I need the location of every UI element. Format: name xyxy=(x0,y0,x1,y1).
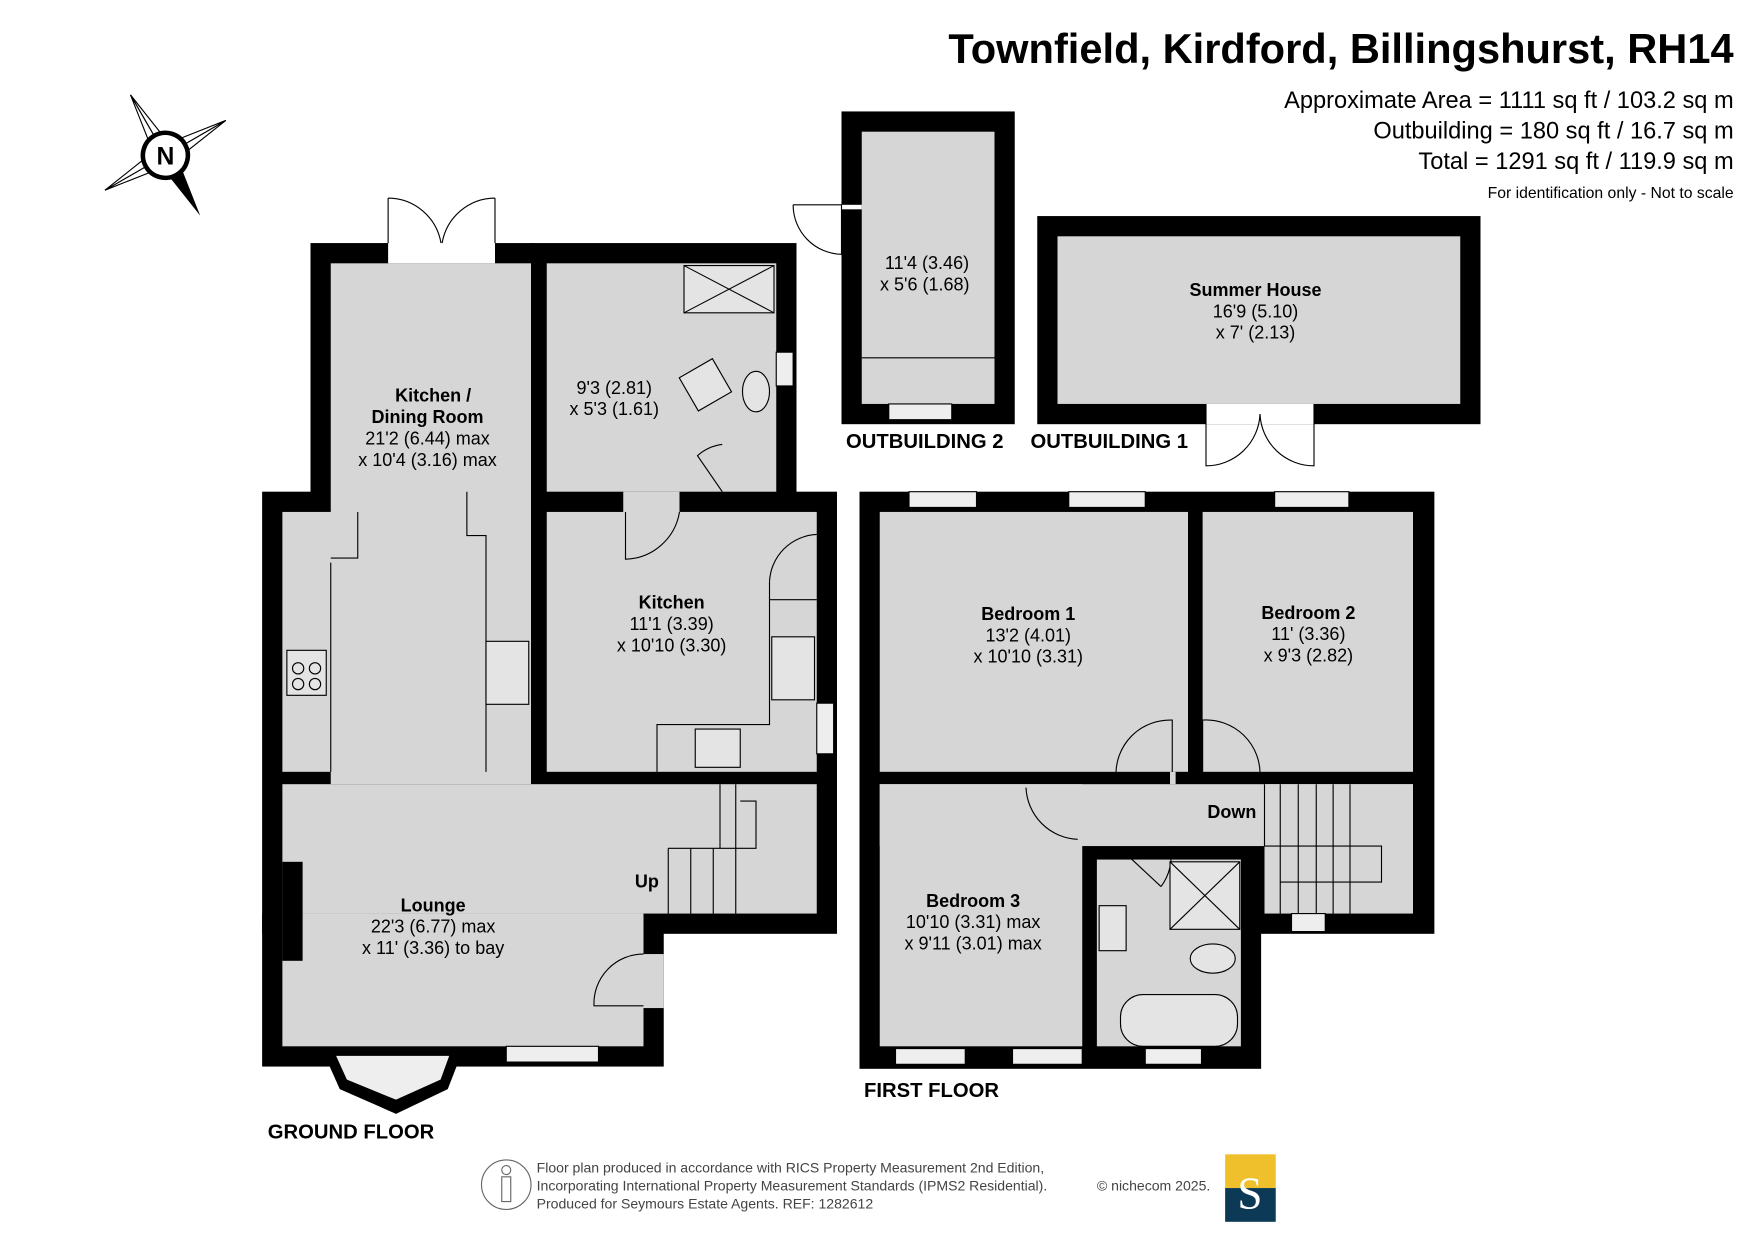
room-name: Lounge xyxy=(401,895,466,915)
ground-floor: Up Kitchen / Dining Room 21'2 (6.44) max… xyxy=(262,197,837,1144)
outbuilding-label: OUTBUILDING 2 xyxy=(846,431,1004,453)
room-dimension: x 9'3 (2.82) xyxy=(1264,646,1353,666)
footer-line-3: Produced for Seymours Estate Agents. REF… xyxy=(537,1195,874,1211)
room-name: Dining Room xyxy=(372,407,484,427)
footer: Floor plan produced in accordance with R… xyxy=(480,1154,1276,1222)
room-dimension: x 5'3 (1.61) xyxy=(570,399,659,419)
compass-north-label: N xyxy=(156,143,174,170)
room-dimension: 10'10 (3.31) max xyxy=(906,912,1041,932)
outbuilding-area: Outbuilding = 180 sq ft / 16.7 sq m xyxy=(1373,118,1733,144)
room-name: Kitchen xyxy=(639,593,705,613)
room-dimension: x 9'11 (3.01) max xyxy=(905,934,1042,954)
room-dimension: x 7' (2.13) xyxy=(1216,323,1295,343)
copyright: © nichecom 2025. xyxy=(1097,1177,1210,1193)
total-area: Total = 1291 sq ft / 119.9 sq m xyxy=(1418,149,1733,175)
outbuilding-2: 11'4 (3.46) x 5'6 (1.68) OUTBUILDING 2 xyxy=(792,111,1015,453)
room-dimension: x 5'6 (1.68) xyxy=(880,274,969,294)
room-name: Bedroom 1 xyxy=(981,604,1075,624)
stairs-down xyxy=(1263,784,1383,914)
room-dimension: 9'3 (2.81) xyxy=(577,378,652,398)
first-floor: Down Bedroom 1 13'2 (4.01) x 10'10 (3.31… xyxy=(859,491,1435,1102)
room-dimension: 22'3 (6.77) max xyxy=(371,917,495,937)
footer-line-2: Incorporating International Property Mea… xyxy=(537,1177,1048,1193)
room-dimension: 13'2 (4.01) xyxy=(986,625,1072,645)
room-name: Kitchen / xyxy=(395,386,471,406)
disclaimer: For identification only - Not to scale xyxy=(1488,185,1734,202)
room-dimension: x 10'4 (3.16) max xyxy=(358,450,497,470)
logo-letter: S xyxy=(1237,1168,1262,1218)
room-dimension: 11'1 (3.39) xyxy=(630,614,714,634)
room-name: Bedroom 3 xyxy=(926,891,1020,911)
outbuilding-label: OUTBUILDING 1 xyxy=(1031,431,1189,453)
compass-icon: N xyxy=(104,94,227,216)
room-name: Bedroom 2 xyxy=(1261,603,1355,623)
room-dimension: 11' (3.36) xyxy=(1271,624,1345,644)
approx-area: Approximate Area = 1111 sq ft / 103.2 sq… xyxy=(1284,88,1734,114)
footer-line-1: Floor plan produced in accordance with R… xyxy=(537,1159,1045,1175)
room-dimension: 16'9 (5.10) xyxy=(1213,301,1299,321)
stairs-down-label: Down xyxy=(1207,802,1256,822)
room-dimension: x 10'10 (3.31) xyxy=(973,647,1083,667)
room-name: Summer House xyxy=(1189,280,1321,300)
property-title: Townfield, Kirdford, Billingshurst, RH14 xyxy=(948,25,1733,72)
room-dimension: 11'4 (3.46) xyxy=(885,253,969,273)
stairs-up xyxy=(667,784,757,914)
person-icon xyxy=(501,1165,512,1203)
outbuilding-1: Summer House 16'9 (5.10) x 7' (2.13) OUT… xyxy=(1031,216,1481,467)
room-dimension: x 11' (3.36) to bay xyxy=(362,938,504,958)
stairs-up-label: Up xyxy=(635,872,659,892)
seymours-logo: S xyxy=(1225,1154,1276,1222)
floor-label: FIRST FLOOR xyxy=(864,1080,999,1102)
room-dimension: x 10'10 (3.30) xyxy=(617,635,727,655)
floor-label: GROUND FLOOR xyxy=(268,1122,435,1144)
room-dimension: 21'2 (6.44) max xyxy=(365,428,489,448)
